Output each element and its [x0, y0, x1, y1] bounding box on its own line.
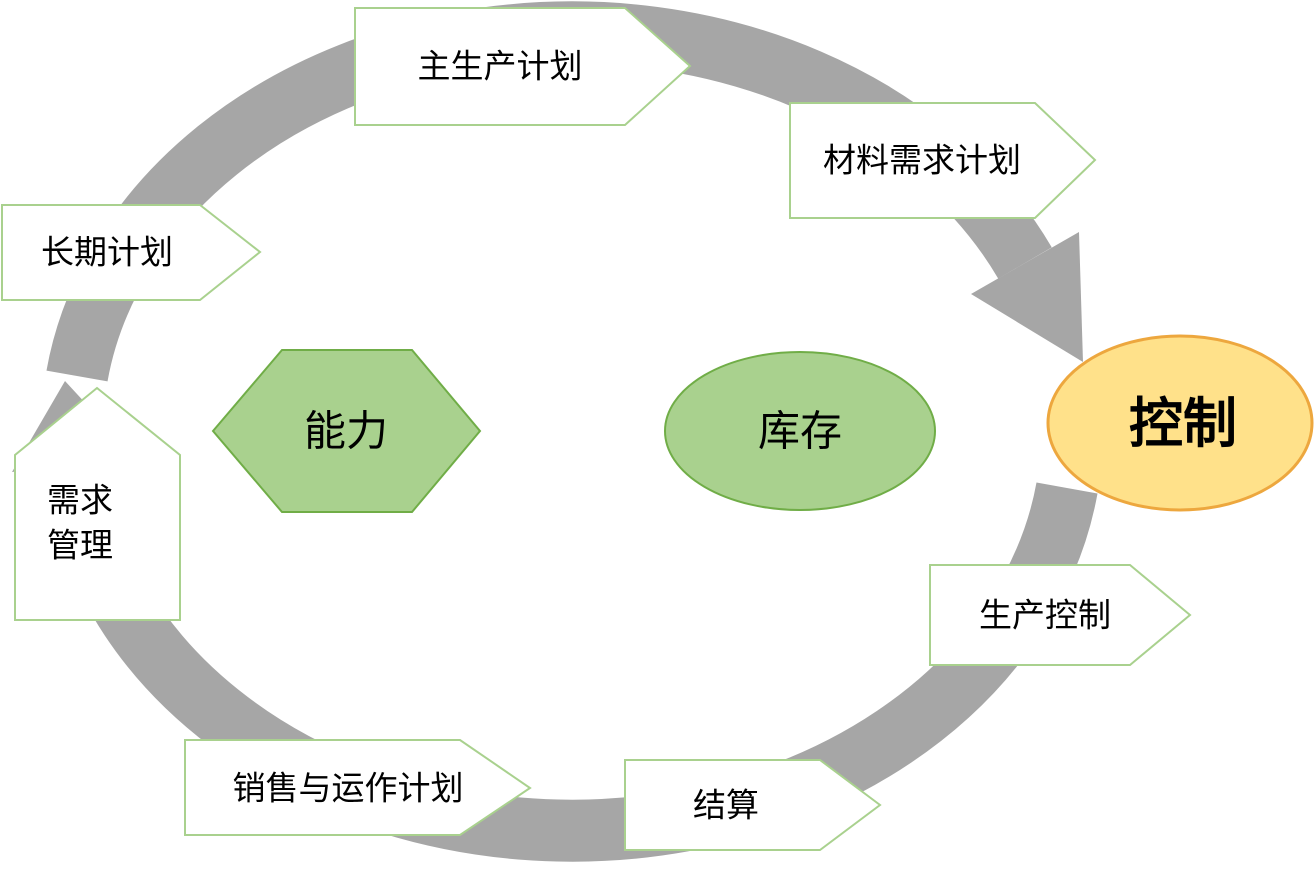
label-capacity: 能力	[304, 410, 388, 456]
label-long-term-planning: 长期计划	[41, 235, 173, 272]
label-demand-management-line2: 管理	[47, 528, 113, 565]
label-demand-management-line1: 需求	[47, 483, 113, 520]
shape-sales-and-operations-planning	[184, 739, 532, 836]
shape-demand-management	[14, 386, 181, 621]
label-master-production-schedule: 主生产计划	[418, 49, 583, 86]
shape-long-term-planning	[1, 204, 262, 301]
inventory-ellipse	[664, 351, 936, 511]
label-material-requirements-planning: 材料需求计划	[823, 143, 1021, 180]
capacity-hexagon	[211, 349, 482, 513]
shape-production-control	[929, 564, 1192, 666]
shape-master-production-schedule	[354, 7, 692, 126]
label-production-control: 生产控制	[979, 598, 1111, 635]
label-control: 控制	[1129, 394, 1237, 454]
shape-settlement	[624, 759, 882, 851]
control-ellipse	[1046, 334, 1314, 512]
label-sales-and-operations-planning: 销售与运作计划	[233, 771, 464, 808]
label-inventory: 库存	[758, 410, 842, 456]
shape-material-requirements-planning	[789, 102, 1097, 219]
label-settlement: 结算	[693, 788, 759, 825]
cycle-arrowhead-right	[971, 232, 1083, 362]
